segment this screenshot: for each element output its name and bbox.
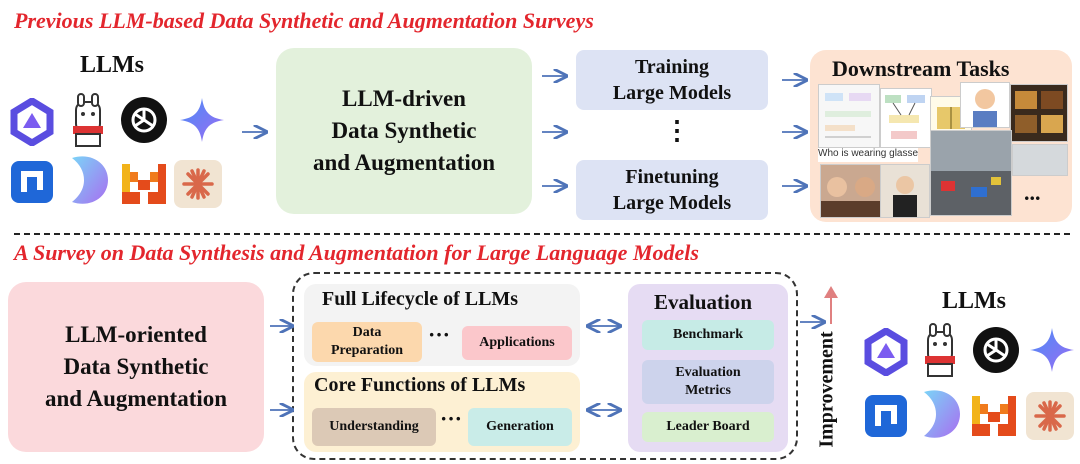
llm-driven-box: LLM-driven Data Synthetic and Augmentati… [276, 48, 532, 214]
claude-logo-icon-bottom [1026, 392, 1074, 440]
openai-logo-icon [120, 96, 168, 144]
chatglm-logo-icon-bottom [862, 392, 910, 440]
evaluation-metrics-box: Evaluation Metrics [642, 360, 774, 404]
claude-logo-icon [174, 160, 222, 208]
llm-oriented-line1: LLM-oriented [65, 322, 207, 347]
finetuning-line2: Large Models [612, 192, 732, 214]
task-thumbnail-photo [880, 164, 930, 218]
top-section-heading: Previous LLM-based Data Synthetic and Au… [14, 8, 594, 33]
llm-oriented-box: LLM-oriented Data Synthetic and Augmenta… [8, 282, 264, 452]
downstream-ellipsis: ... [1024, 180, 1041, 205]
finetuning-line1: Finetuning [625, 166, 719, 188]
data-preparation-line2: Preparation [330, 343, 404, 358]
llm-driven-line1: LLM-driven [342, 86, 466, 111]
alpaca-logo-icon-bottom [916, 322, 964, 378]
training-large-models-box: Training Large Models [576, 50, 768, 110]
mistral-logo-icon [120, 160, 168, 208]
bottom-llms-label: LLMs [942, 288, 1007, 314]
full-lifecycle-title: Full Lifecycle of LLMs [322, 288, 519, 310]
task-caption: Who is wearing glasses? [818, 148, 918, 162]
llm-driven-line2: Data Synthetic [331, 118, 477, 143]
task-thumbnail-flowchart [880, 88, 932, 148]
llm-oriented-line3: and Augmentation [44, 386, 228, 411]
evaluation-metrics-line2: Metrics [685, 383, 731, 398]
task-thumbnail-chart [818, 84, 880, 148]
core-ellipsis: ··· [440, 406, 463, 431]
evaluation-title: Evaluation [654, 290, 753, 314]
llm-driven-line3: and Augmentation [312, 150, 496, 175]
lifecycle-ellipsis: ··· [428, 322, 451, 347]
survey-scope-container [292, 272, 798, 460]
training-line1: Training [634, 56, 710, 78]
bottom-section-heading: A Survey on Data Synthesis and Augmentat… [14, 240, 699, 265]
core-functions-title: Core Functions of LLMs [314, 374, 526, 396]
applications-box: Applications [462, 326, 572, 360]
task-thumbnail-faces [820, 164, 882, 218]
top-llms-label: LLMs [80, 52, 145, 78]
benchmark-box: Benchmark [642, 320, 774, 350]
alpaca-logo-icon [64, 92, 112, 148]
finetuning-large-models-box: Finetuning Large Models [576, 160, 768, 220]
downstream-tasks-title: Downstream Tasks [832, 56, 1010, 81]
openai-logo-icon-bottom [972, 326, 1020, 374]
top-vertical-ellipsis: ⋮ [664, 116, 690, 145]
improvement-indicator: Improvement [816, 286, 846, 454]
qwen-logo-icon [8, 96, 56, 148]
data-preparation-box: Data Preparation [312, 322, 422, 362]
leader-board-box: Leader Board [642, 412, 774, 442]
chatglm-logo-icon [8, 158, 56, 206]
mistral-logo-icon-bottom [970, 392, 1018, 440]
task-thumbnail-film [1010, 84, 1068, 142]
task-thumbnail-scene [1012, 144, 1068, 176]
qwen-logo-icon-bottom [862, 326, 910, 378]
understanding-box: Understanding [312, 408, 436, 446]
task-thumbnail-person [960, 82, 1010, 128]
kimi-logo-icon [62, 152, 112, 208]
kimi-logo-icon-bottom [914, 386, 964, 442]
section-divider [14, 233, 1070, 235]
llm-oriented-line2: Data Synthetic [63, 354, 209, 379]
training-line2: Large Models [612, 82, 732, 104]
evaluation-metrics-line1: Evaluation [675, 365, 741, 380]
gemini-logo-icon-bottom [1028, 326, 1076, 374]
data-preparation-line1: Data [352, 325, 382, 340]
gemini-logo-icon [178, 96, 226, 144]
task-thumbnail-street [930, 130, 1012, 216]
generation-box: Generation [468, 408, 572, 446]
